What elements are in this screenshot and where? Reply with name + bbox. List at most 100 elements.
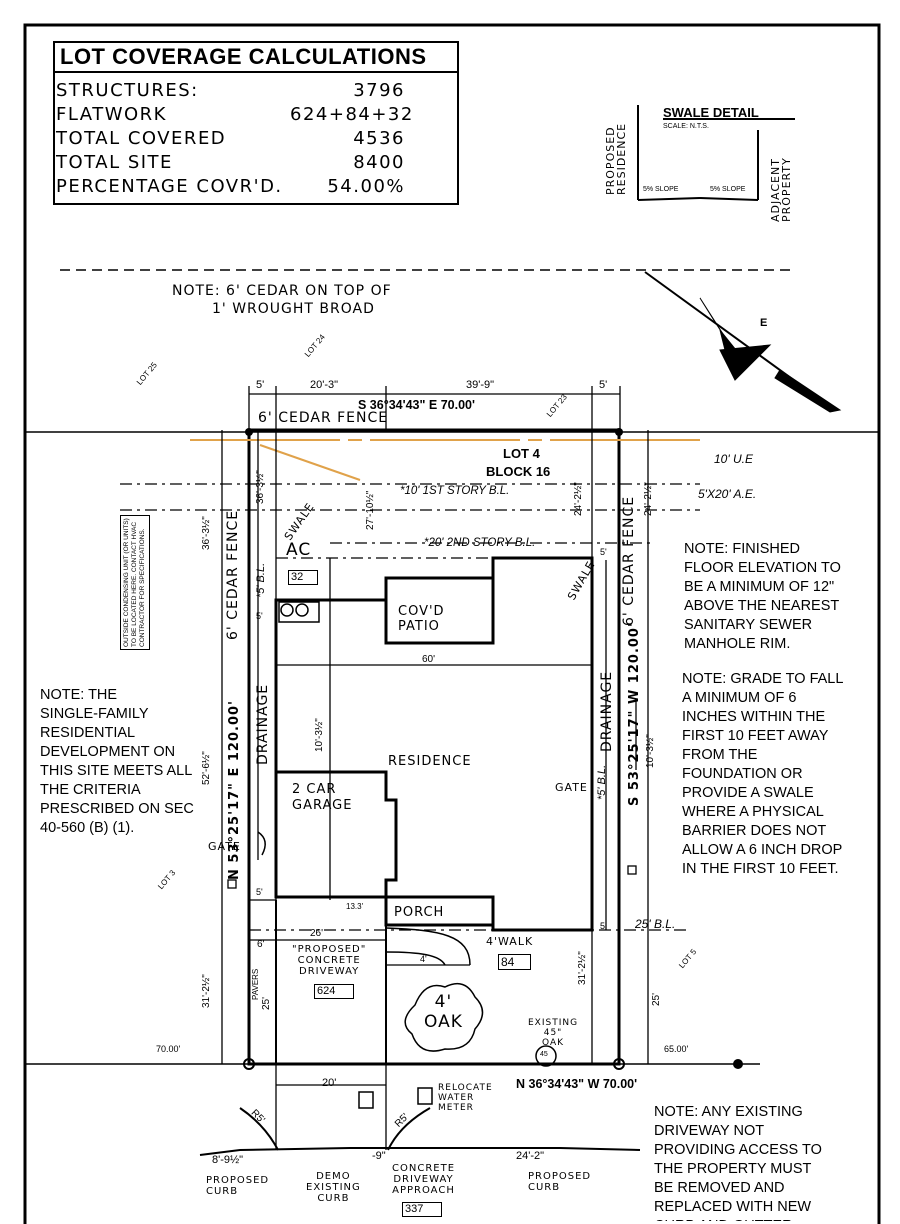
- coverage-row-label: FLATWORK: [56, 104, 167, 125]
- right-fence-label: 6' CEDAR FENCE: [621, 495, 637, 626]
- dim-31-left: 31'-2½": [201, 974, 212, 1008]
- coverage-row-value: 4536: [353, 128, 405, 149]
- curb-mid-dim: -9": [372, 1150, 386, 1162]
- gate-left: GATE: [208, 840, 241, 853]
- note-grade: NOTE: GRADE TO FALL A MINIMUM OF 6 INCHE…: [682, 671, 844, 877]
- dim-top-39: 39'-9": [466, 379, 495, 391]
- dim-25-left: 25': [261, 996, 272, 1010]
- swale-adjacent-property: ADJACENT PROPERTY: [769, 157, 793, 222]
- ae-label: 5'X20' A.E.: [698, 487, 757, 501]
- proposed-curb-right: PROPOSED CURB: [528, 1171, 592, 1193]
- swale-slope-left: 5% SLOPE: [643, 186, 679, 193]
- dim-top-5a: 5': [256, 379, 265, 391]
- dim-5-side-a: 5': [256, 611, 263, 621]
- ac-note: OUTSIDE CONDENSING UNIT (OR UNITS) TO BE…: [120, 515, 150, 650]
- driveway-approach: CONCRETE DRIVEWAY APPROACH: [392, 1163, 456, 1196]
- dim-10-right: 10'-3½": [645, 734, 656, 768]
- dim-top-20: 20'-3": [310, 379, 339, 391]
- oak-45-label: EXISTING 45" OAK: [528, 1018, 579, 1048]
- top-fence-label: 6' CEDAR FENCE: [258, 410, 389, 426]
- side-bl-right: *5' B.L.: [596, 764, 608, 800]
- water-meter-label: RELOCATE WATER METER: [438, 1083, 493, 1113]
- swale-slope-right: 5% SLOPE: [710, 186, 746, 193]
- dim-5-side-b: 5': [600, 547, 607, 557]
- pavers-label: PAVERS: [251, 968, 260, 1000]
- dim-52: 52'-6½": [201, 751, 212, 785]
- north-arrow-e: E: [760, 317, 768, 329]
- patio-label: COV'D PATIO: [398, 604, 445, 634]
- north-arrow-w: W: [728, 359, 739, 371]
- coverage-title: LOT COVERAGE CALCULATIONS: [60, 44, 427, 69]
- curb-right-dim: 24'-2": [516, 1150, 545, 1162]
- dim-24-outer: 24'-2½": [643, 482, 654, 516]
- note-floor-elevation: NOTE: FINISHED FLOOR ELEVATION TO BE A M…: [684, 541, 841, 652]
- oak-4-label: 4' OAK: [424, 992, 463, 1032]
- bl-second-story: *20' 2ND STORY B.L.: [424, 537, 536, 549]
- oak-tree-45: [535, 1045, 557, 1067]
- garage-label: 2 CAR GARAGE: [292, 782, 353, 813]
- dim-4: 4': [420, 954, 427, 964]
- right-bearing: S 53°25'17" W 120.00': [627, 622, 642, 806]
- driveway-value: 624: [314, 984, 355, 999]
- street-left-dim: 70.00': [156, 1044, 181, 1054]
- gate-right: GATE: [555, 781, 588, 794]
- dim-36-left: 36'-3½": [255, 470, 266, 504]
- ue-label: 10' U.E: [714, 452, 753, 466]
- dim-13: 13.3': [346, 902, 364, 911]
- dim-27: 27'-10½": [365, 490, 376, 530]
- proposed-curb-left: PROPOSED CURB: [206, 1175, 270, 1197]
- dim-26: 26': [310, 928, 324, 939]
- oak-tree-4: [404, 982, 484, 1052]
- north-arrow: [644, 271, 842, 413]
- approach-value: 337: [402, 1202, 443, 1217]
- dim-top-5b: 5': [599, 379, 608, 391]
- coverage-box: [53, 41, 459, 205]
- demo-existing-curb: DEMO EXISTING CURB: [306, 1171, 361, 1204]
- coverage-row-label: TOTAL COVERED: [56, 128, 227, 149]
- dim-31-right: 31'-2½": [577, 951, 588, 985]
- swale-detail-title: SWALE DETAIL: [663, 105, 759, 120]
- bl-first-story: *10' 1ST STORY B.L.: [400, 485, 510, 497]
- bottom-bearing: N 36°34'43" W 70.00': [516, 1077, 638, 1091]
- drainage-left: DRAINAGE: [255, 683, 271, 765]
- ac-value: 32: [288, 570, 319, 585]
- coverage-row-label: STRUCTURES:: [56, 80, 199, 101]
- dim-5-side-d: 5': [600, 921, 607, 931]
- swale-detail-scale: SCALE: N.T.S.: [663, 123, 709, 130]
- patio-outline: [384, 576, 495, 645]
- note-driveway: NOTE: ANY EXISTING DRIVEWAY NOT PROVIDIN…: [654, 1104, 822, 1221]
- swale-proposed-residence: PROPOSED RESIDENCE: [604, 122, 628, 195]
- dim-60: 60': [422, 654, 436, 665]
- coverage-row-value: 54.00%: [327, 176, 405, 197]
- dim-25-right: 25': [651, 992, 662, 1006]
- dim-6: 6': [257, 939, 265, 950]
- ac-label: AC: [286, 540, 312, 560]
- note-single-family: NOTE: THE SINGLE-FAMILY RESIDENTIAL DEVE…: [40, 687, 194, 836]
- coverage-row-label: TOTAL SITE: [56, 152, 173, 173]
- street-right-dim: 65.00': [664, 1044, 689, 1054]
- block-name: BLOCK 16: [486, 464, 551, 479]
- porch-label: PORCH: [394, 905, 445, 920]
- residence-label: RESIDENCE: [388, 754, 472, 769]
- fence-note-line1: NOTE: 6' CEDAR ON TOP OF: [172, 283, 392, 299]
- walk-value: 84: [498, 954, 532, 970]
- dim-24: 24'-2½": [573, 482, 584, 516]
- side-bl-left: *5' B.L.: [255, 562, 267, 598]
- coverage-row-label: PERCENTAGE COVR'D.: [56, 176, 283, 197]
- porch-outline: [384, 895, 495, 927]
- dim-10-left: 10'-3½": [314, 718, 325, 752]
- fence-note-line2: 1' WROUGHT BROAD: [212, 301, 375, 317]
- dim-20: 20': [322, 1077, 337, 1089]
- coverage-row-value: 3796: [353, 80, 405, 101]
- coverage-row-value: 8400: [353, 152, 405, 173]
- coverage-row-value: 624+84+32: [290, 104, 414, 125]
- oak-45-mark: 45: [540, 1051, 548, 1058]
- swale-detail-drawing: [637, 105, 795, 201]
- dim-36-outer: 36'-3½": [201, 516, 212, 550]
- drainage-right: DRAINAGE: [599, 670, 615, 752]
- dim-5-side-c: 5': [256, 887, 263, 897]
- driveway-label: "PROPOSED" CONCRETE DRIVEWAY: [292, 944, 367, 977]
- bl-front: 25' B.L.: [635, 917, 676, 931]
- left-fence-label: 6' CEDAR FENCE: [225, 509, 241, 640]
